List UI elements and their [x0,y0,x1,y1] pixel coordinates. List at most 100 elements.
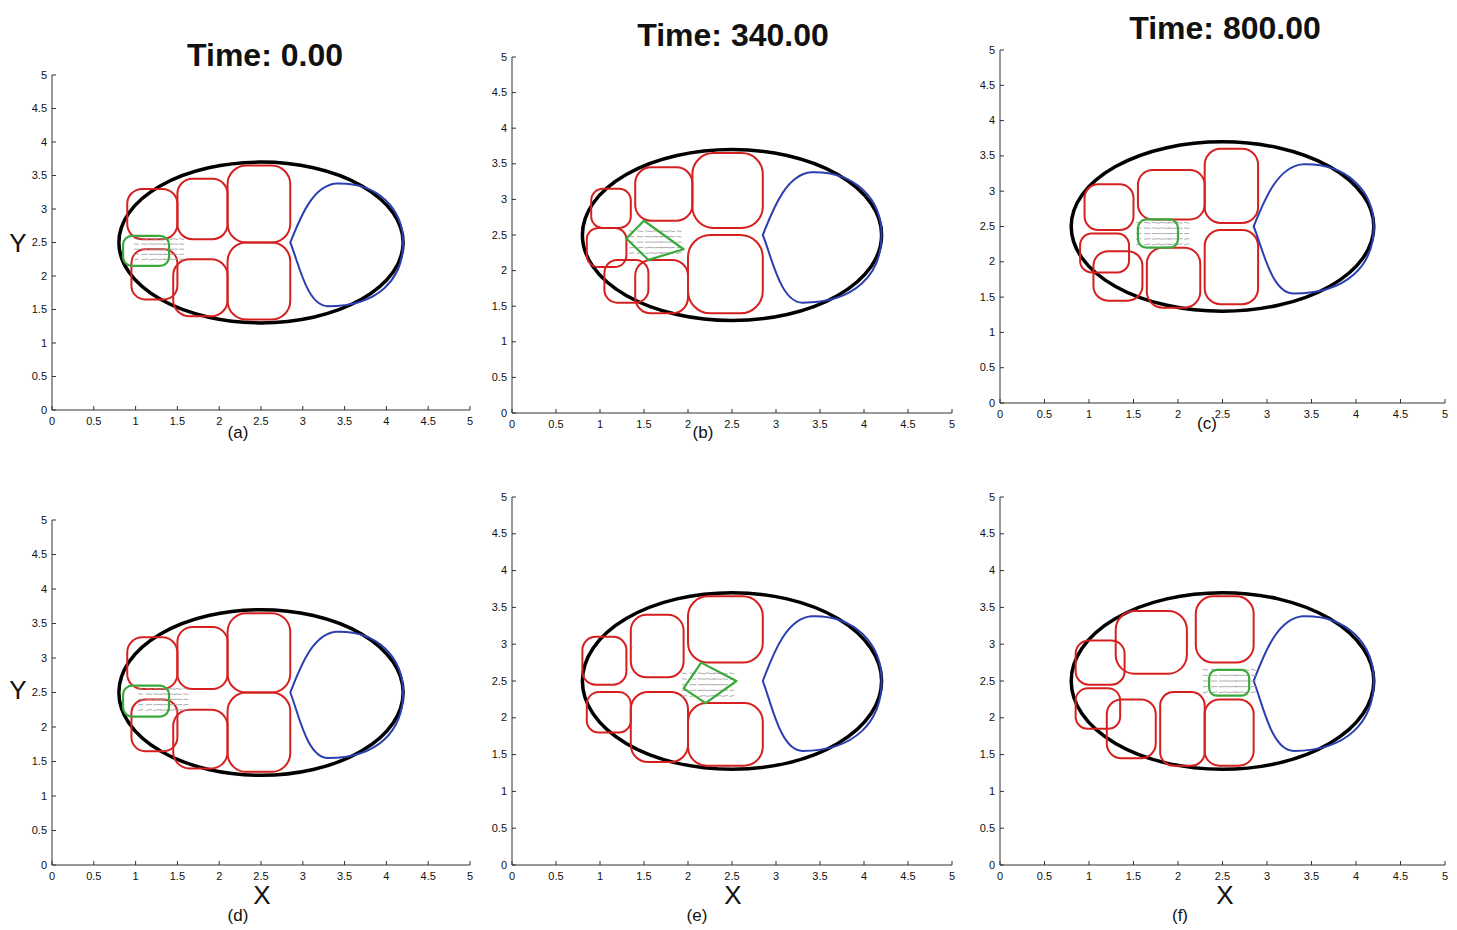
velocity-arrow [172,249,179,250]
tick-mark [1000,191,1004,192]
tick-label: 1 [501,786,507,797]
tick-mark [512,681,516,682]
tick-label: 3.5 [1304,409,1319,420]
tick-label: 1.5 [1126,871,1141,882]
tick-label: 0.5 [492,823,507,834]
red-cell [127,637,177,689]
tick-label: 0 [509,871,515,882]
tick-label: 0 [989,398,995,409]
velocity-arrow [179,238,184,239]
tick-mark [512,341,516,342]
red-cell [688,703,763,766]
tick-label: 5 [989,492,995,503]
panel-title: Time: 340.00 [637,19,829,51]
velocity-arrow [138,693,143,695]
tick-mark [512,791,516,792]
tick-label: 1.5 [170,416,185,427]
velocity-arrow [1235,681,1243,682]
velocity-arrow [134,238,139,239]
tick-mark [428,861,429,865]
tick-mark [512,413,516,414]
tick-mark [1000,717,1004,718]
tick-label: 3.5 [337,416,352,427]
velocity-arrow [1219,675,1227,677]
velocity-arrow [141,238,148,239]
green-cell [123,236,169,266]
red-cell [228,693,291,772]
tick-mark [864,861,865,865]
velocity-arrow [637,236,644,238]
velocity-arrow [698,673,706,674]
red-cell [635,167,692,220]
red-cell [1107,699,1156,758]
tick-mark [52,727,56,728]
velocity-arrow [1251,692,1256,693]
tick-mark [1000,681,1004,682]
velocity-arrow [729,690,734,692]
tick-mark [512,128,516,129]
velocity-arrow [698,690,706,692]
tick-label: 4 [1353,409,1359,420]
tick-mark [1222,861,1223,865]
velocity-arrow [1144,233,1151,234]
tick-mark [52,554,56,555]
velocity-arrow [153,693,161,695]
velocity-arrow [146,704,153,706]
tick-label: 3 [989,639,995,650]
tick-label: 2 [685,871,691,882]
tick-label: 4 [383,416,389,427]
tick-label: 2.5 [1215,871,1230,882]
tick-mark [1356,861,1357,865]
velocity-arrow [721,684,728,685]
tick-mark [52,309,56,310]
tick-label: 2 [501,712,507,723]
tick-mark [52,692,56,693]
axis-label: X [724,882,741,908]
tick-mark [732,409,733,413]
velocity-arrow [645,236,653,238]
tick-mark [512,409,513,413]
red-cell [688,235,763,313]
red-cell [1160,692,1205,766]
tick-label: 5 [1442,871,1448,882]
red-cell [587,692,631,732]
tick-mark [776,409,777,413]
tick-mark [52,796,56,797]
tick-mark [177,861,178,865]
tick-mark [52,242,56,243]
tick-mark [512,570,516,571]
velocity-arrow [714,690,722,692]
tick-mark [1000,644,1004,645]
tick-label: 3 [41,204,47,215]
red-cell [604,260,648,303]
tick-mark [1000,861,1001,865]
tick-label: 2 [41,722,47,733]
velocity-arrow [1184,244,1189,245]
tick-label: 3 [41,653,47,664]
axis-label: Y [9,677,26,703]
tick-label: 3.5 [980,150,995,161]
tick-label: 0.5 [492,372,507,383]
tick-mark [52,830,56,831]
velocity-arrow [134,254,139,256]
velocity-arrow [172,243,179,245]
tick-mark [1000,120,1004,121]
tick-mark [386,406,387,410]
velocity-arrow [637,247,644,249]
velocity-arrow [176,709,183,710]
tick-label: 4.5 [421,416,436,427]
tick-label: 2.5 [1215,409,1230,420]
velocity-arrow [698,678,706,680]
tick-mark [1000,865,1004,866]
tick-label: 2 [216,871,222,882]
velocity-arrow [146,709,153,710]
tick-label: 1 [1086,871,1092,882]
tick-label: 1.5 [492,301,507,312]
tick-mark [52,410,56,411]
velocity-arrow [661,247,669,249]
tick-mark [1000,828,1004,829]
red-cell [692,153,762,228]
tick-mark [1044,861,1045,865]
panel-letter: (c) [1197,415,1217,432]
